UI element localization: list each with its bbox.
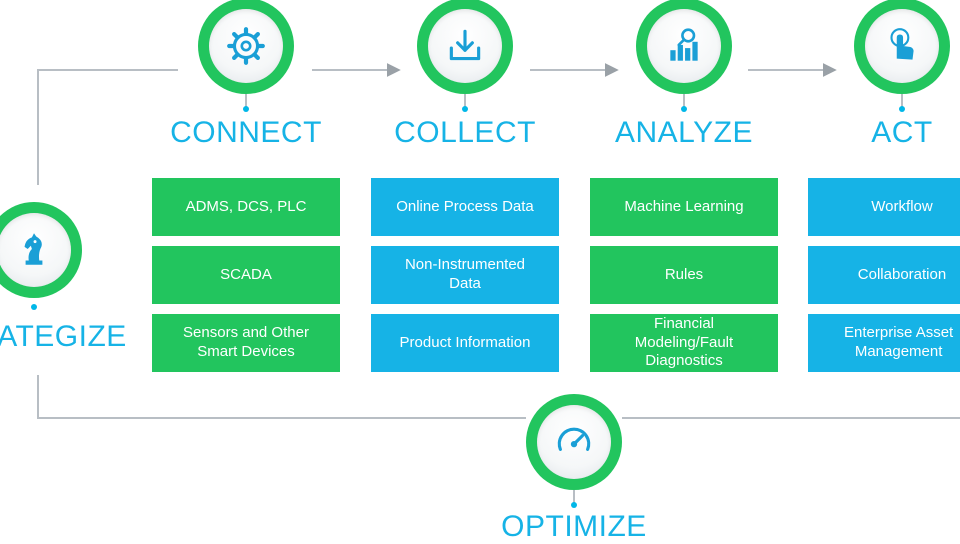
feedback-loop-top [37,69,178,185]
collect-card-non-instrumented-data: Non-Instrumented Data [371,246,559,304]
touch-icon [890,28,914,60]
act-stem [901,94,903,108]
stage-label-connect: CONNECT [170,116,322,149]
optimize-stem [573,490,575,504]
strategize-dot [31,304,37,310]
act-dot [899,106,905,112]
connect-card-sensors: Sensors and Other Smart Devices [152,314,340,372]
gear-icon [227,27,265,65]
act-card-enterprise-asset-management: Enterprise Asset Management [808,314,960,372]
connect-card-adms-dcs-plc: ADMS, DCS, PLC [152,178,340,236]
analyze-node [636,0,732,94]
strategize-node [0,202,82,298]
connect-card-scada: SCADA [152,246,340,304]
download-icon [449,29,481,61]
chess-knight-icon [24,233,43,265]
act-card-collaboration: Collaboration [808,246,960,304]
analyze-card-machine-learning: Machine Learning [590,178,778,236]
gauge-icon [557,427,591,451]
connect-node [198,0,294,94]
collect-card-product-information: Product Information [371,314,559,372]
analyze-dot [681,106,687,112]
connect-dot [243,106,249,112]
analyze-stem [683,94,685,108]
act-card-workflow: Workflow [808,178,960,236]
collect-card-online-process-data: Online Process Data [371,178,559,236]
stage-label-strategize: ATEGIZE [0,320,127,353]
stage-label-collect: COLLECT [394,116,536,149]
connect-stem [245,94,247,108]
analyze-card-rules: Rules [590,246,778,304]
analyze-card-financial-modeling: Financial Modeling/Fault Diagnostics [590,314,778,372]
collect-stem [464,94,466,108]
collect-node [417,0,513,94]
optimize-dot [571,502,577,508]
stage-label-analyze: ANALYZE [615,116,753,149]
optimize-node [526,394,622,490]
collect-dot [462,106,468,112]
analytics-icon [670,28,698,61]
act-node [854,0,950,94]
stage-label-act: ACT [871,116,933,149]
feedback-loop-bottom-left [37,375,526,419]
stage-label-optimize: OPTIMIZE [501,510,647,543]
